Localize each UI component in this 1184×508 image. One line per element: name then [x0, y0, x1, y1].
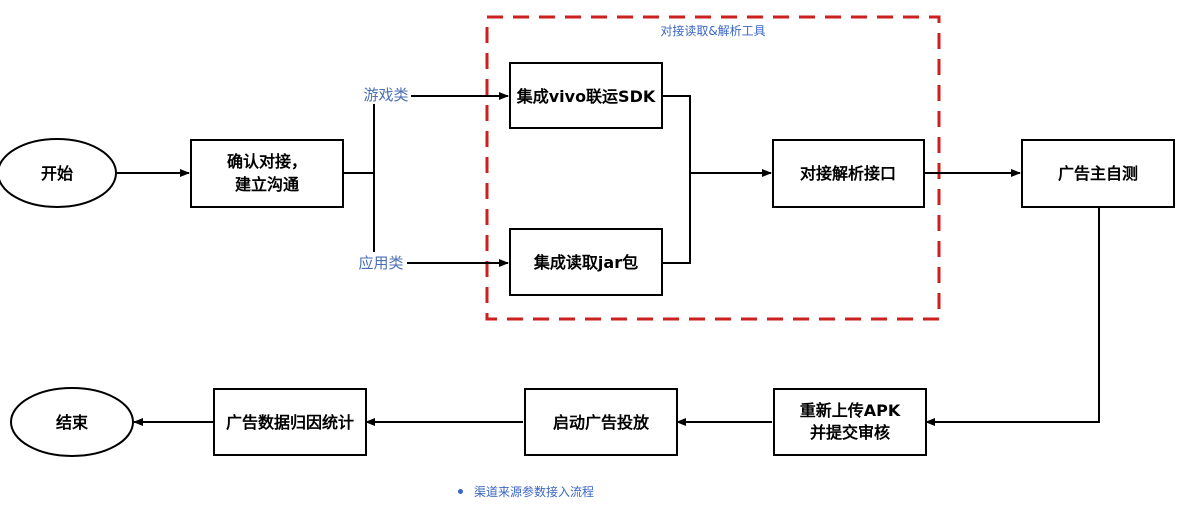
parse-node-label: 对接解析接口 [800, 164, 896, 183]
confirm-node [190, 139, 344, 208]
caption: 渠道来源参数接入流程 [458, 483, 594, 500]
launch-node-label: 启动广告投放 [553, 413, 650, 432]
launch-node [524, 388, 678, 456]
reupload-node-label-2: 并提交审核 [810, 423, 890, 442]
parse-node [772, 139, 925, 208]
connectors [117, 92, 1100, 426]
stats-node [213, 388, 367, 456]
confirm-node-label-1: 确认对接， [227, 152, 307, 171]
sdk-node [509, 62, 663, 129]
stats-node-label: 广告数据归因统计 [226, 413, 354, 432]
edge-jar-to-merge [662, 173, 691, 264]
confirm-node-label-2: 建立沟通 [235, 175, 299, 194]
branch-label-app: 应用类 [358, 254, 403, 272]
reupload-node [773, 388, 927, 456]
edge-selftest-to-reupload [925, 207, 1100, 426]
end-node-label: 结束 [55, 413, 89, 432]
start-node-label: 开始 [41, 164, 73, 183]
start-node [0, 138, 117, 208]
self-test-node [1021, 139, 1175, 208]
caption-text: 渠道来源参数接入流程 [474, 485, 595, 499]
branch-label-game: 游戏类 [363, 86, 408, 104]
tools-group-title: 对接读取&解析工具 [660, 23, 765, 38]
jar-node [509, 228, 663, 296]
edge-sdk-to-merge [662, 95, 691, 173]
tools-group-boundary [485, 15, 941, 321]
reupload-node-label-1: 重新上传APK [800, 401, 901, 420]
self-test-node-label: 广告主自测 [1058, 164, 1138, 183]
jar-node-label: 集成读取jar包 [533, 253, 638, 272]
bullet-icon [458, 489, 463, 494]
end-node [10, 387, 134, 457]
sdk-node-label: 集成vivo联运SDK [516, 87, 656, 106]
